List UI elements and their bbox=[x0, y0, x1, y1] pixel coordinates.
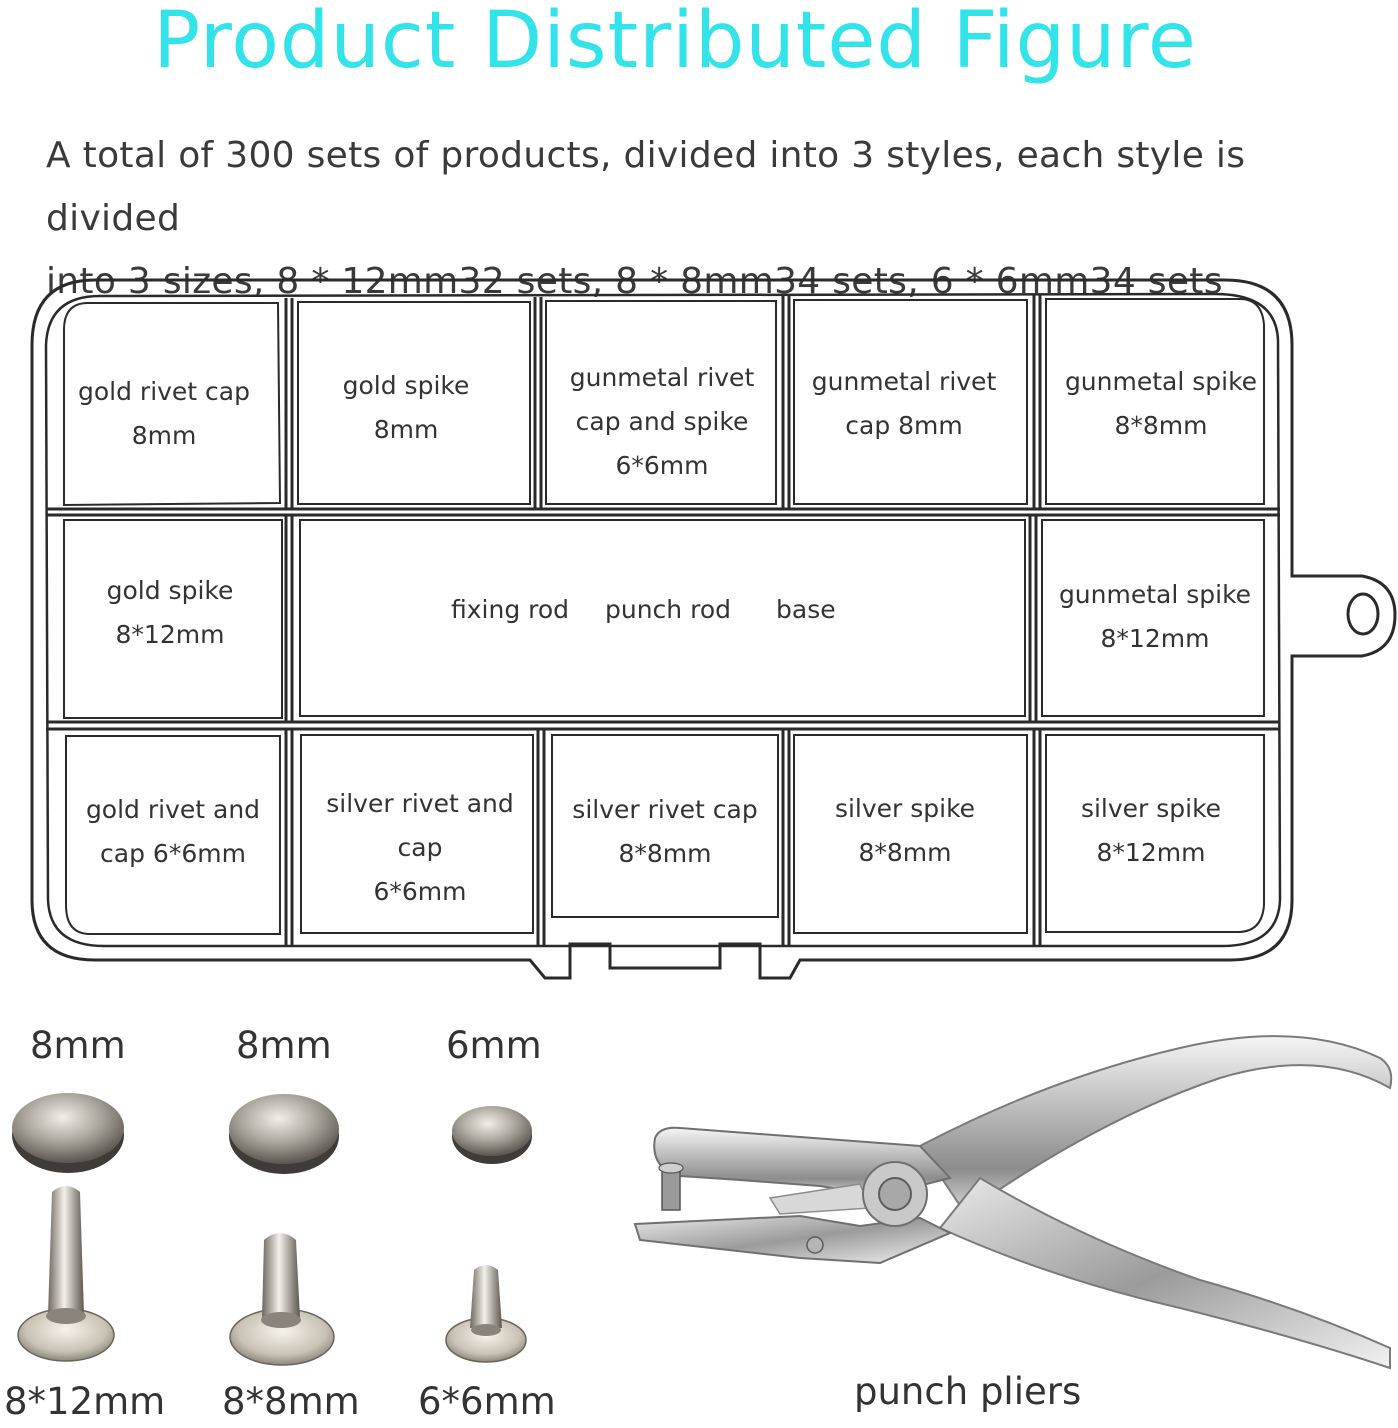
compartment-gunmetal-rivet-cap-and-spike: gunmetal rivet cap and spike 6*6mm bbox=[546, 356, 778, 488]
compartment-gunmetal-rivet-cap-8mm: gunmetal rivet cap 8mm bbox=[794, 360, 1014, 448]
compartment-label-line: gold spike bbox=[106, 576, 234, 605]
tray-inner-rim bbox=[44, 292, 1282, 948]
compartment-label-line: 8*12mm bbox=[115, 620, 225, 649]
compartment-label-line: 8*8mm bbox=[858, 838, 952, 867]
compartment-label-line: cap bbox=[397, 833, 443, 862]
compartment-label-line: cap 8mm bbox=[845, 411, 963, 440]
cap-size-label: 8mm bbox=[30, 1024, 126, 1067]
compartment-label-line: gunmetal spike bbox=[1058, 580, 1252, 609]
compartment-gunmetal-spike-8x12mm: gunmetal spike 8*12mm bbox=[1042, 573, 1268, 661]
compartment-label-line: gold spike bbox=[342, 371, 470, 400]
compartment-gold-rivet-and-cap-6x6mm: gold rivet and cap 6*6mm bbox=[66, 788, 280, 876]
compartment-gold-spike-8x12mm: gold spike 8*12mm bbox=[64, 569, 276, 657]
compartment-label-line: 6*6mm bbox=[373, 877, 467, 906]
rivet-cap-8mm-2 bbox=[229, 1094, 339, 1174]
compartment-label-line: 8*8mm bbox=[1114, 411, 1208, 440]
compartment-label-line: silver rivet and bbox=[326, 789, 514, 818]
compartment-label-line: 8mm bbox=[131, 421, 197, 450]
compartment-label-line: 6*6mm bbox=[615, 451, 709, 480]
rivet-parts-illustration bbox=[12, 1093, 532, 1366]
rivet-size-label: 8*12mm bbox=[4, 1380, 166, 1423]
punch-pliers-illustration bbox=[633, 1035, 1393, 1370]
compartment-label-line: silver spike bbox=[1080, 794, 1222, 823]
rivet-8x8mm bbox=[229, 1233, 335, 1366]
base-label: base bbox=[776, 595, 836, 624]
compartment-label-line: cap and spike bbox=[575, 407, 749, 436]
tray-outer-shell bbox=[30, 278, 1397, 980]
compartment-label-line: gunmetal rivet bbox=[811, 367, 997, 396]
cap-size-label: 6mm bbox=[446, 1024, 542, 1067]
rivet-size-label: 6*6mm bbox=[418, 1380, 556, 1423]
compartment-gold-rivet-cap-8mm: gold rivet cap 8mm bbox=[62, 370, 266, 458]
rivet-size-label: 8*8mm bbox=[222, 1380, 360, 1423]
compartment-label-line: gold rivet and bbox=[85, 795, 261, 824]
compartment-label-line: 8*12mm bbox=[1100, 624, 1210, 653]
storage-tray-diagram bbox=[30, 278, 1397, 980]
tray-hanging-hole bbox=[1346, 592, 1380, 636]
compartment-label-line: silver spike bbox=[834, 794, 976, 823]
rivet-cap-8mm-1 bbox=[12, 1093, 124, 1173]
compartment-silver-rivet-and-cap-6x6mm: silver rivet and cap 6*6mm bbox=[306, 782, 534, 914]
compartment-silver-rivet-cap-8x8mm: silver rivet cap 8*8mm bbox=[552, 788, 778, 876]
cap-size-label: 8mm bbox=[236, 1024, 332, 1067]
compartment-label-line: gunmetal rivet bbox=[569, 363, 755, 392]
compartment-label-line: gunmetal spike bbox=[1064, 367, 1258, 396]
compartment-label-line: gold rivet cap bbox=[77, 377, 250, 406]
fixing-rod-label: fixing rod bbox=[451, 595, 570, 624]
rivet-cap-6mm bbox=[452, 1106, 532, 1164]
pliers-lower-jaw bbox=[633, 1214, 953, 1265]
compartment-label-line: 8mm bbox=[373, 415, 439, 444]
compartment-label-line: 8*8mm bbox=[618, 839, 712, 868]
punch-pliers-label: punch pliers bbox=[854, 1370, 1082, 1413]
rivet-8x12mm bbox=[17, 1186, 115, 1362]
compartment-silver-spike-8x12mm: silver spike 8*12mm bbox=[1046, 787, 1256, 875]
page-title: Product Distributed Figure bbox=[153, 0, 1197, 86]
compartment-gunmetal-spike-8x8mm: gunmetal spike 8*8mm bbox=[1046, 360, 1276, 448]
compartment-gold-spike-8mm: gold spike 8mm bbox=[298, 364, 514, 452]
punch-rod-label: punch rod bbox=[605, 595, 731, 624]
rivet-6x6mm bbox=[445, 1265, 527, 1363]
pliers-lower-handle bbox=[938, 1176, 1391, 1370]
compartment-label-line: cap 6*6mm bbox=[100, 839, 246, 868]
compartment-label-line: 8*12mm bbox=[1096, 838, 1206, 867]
compartment-silver-spike-8x8mm: silver spike 8*8mm bbox=[794, 787, 1016, 875]
compartment-label-line: silver rivet cap bbox=[572, 795, 758, 824]
description-line-1: A total of 300 sets of products, divided… bbox=[46, 135, 1246, 239]
